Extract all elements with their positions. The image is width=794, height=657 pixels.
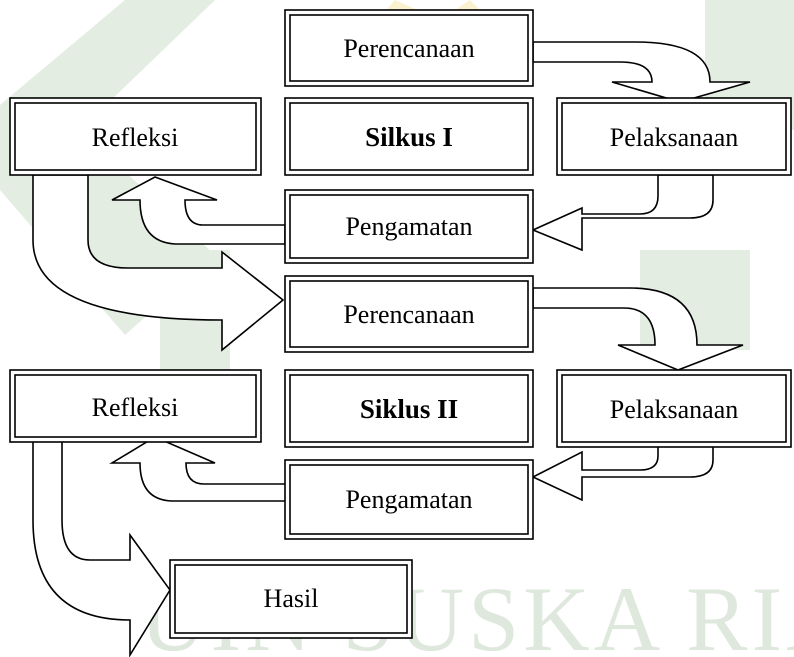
cycle1-title: Silkus I xyxy=(365,122,453,152)
box-pelaksanaan-1-label: Pelaksanaan xyxy=(610,123,739,152)
arrow-pelaksanaan-to-pengamatan-1 xyxy=(530,174,714,252)
cycle2-title: Siklus II xyxy=(360,394,458,424)
arrow-perencanaan-to-pelaksanaan-2 xyxy=(532,287,744,371)
arrow-pengamatan-to-refleksi-2 xyxy=(109,436,291,502)
box-cycle2-title: Siklus II xyxy=(284,369,534,448)
box-pengamatan-2-label: Pengamatan xyxy=(345,485,472,514)
box-pelaksanaan-1: Pelaksanaan xyxy=(556,97,792,176)
box-perencanaan-2-label: Perencanaan xyxy=(343,300,474,329)
box-pengamatan-2: Pengamatan xyxy=(284,459,534,540)
box-perencanaan-1-label: Perencanaan xyxy=(343,34,474,63)
box-hasil: Hasil xyxy=(169,559,413,639)
box-pengamatan-1-label: Pengamatan xyxy=(345,212,472,241)
box-perencanaan-2: Perencanaan xyxy=(284,275,534,353)
box-pelaksanaan-2-label: Pelaksanaan xyxy=(610,395,739,424)
box-hasil-label: Hasil xyxy=(264,584,319,613)
arrow-pengamatan-to-refleksi-1 xyxy=(111,176,286,245)
box-refleksi-1: Refleksi xyxy=(9,97,262,176)
box-pengamatan-1: Pengamatan xyxy=(284,189,534,264)
box-refleksi-2-label: Refleksi xyxy=(92,393,179,422)
box-pelaksanaan-2: Pelaksanaan xyxy=(556,369,792,448)
box-refleksi-1-label: Refleksi xyxy=(92,123,179,152)
arrow-refleksi1-to-perencanaan2 xyxy=(32,174,285,352)
box-perencanaan-1: Perencanaan xyxy=(284,9,534,87)
arrow-refleksi2-to-hasil xyxy=(32,417,171,657)
box-refleksi-2: Refleksi xyxy=(9,369,262,443)
box-cycle1-title: Silkus I xyxy=(284,97,534,176)
arrow-perencanaan-to-pelaksanaan-1 xyxy=(532,41,751,103)
